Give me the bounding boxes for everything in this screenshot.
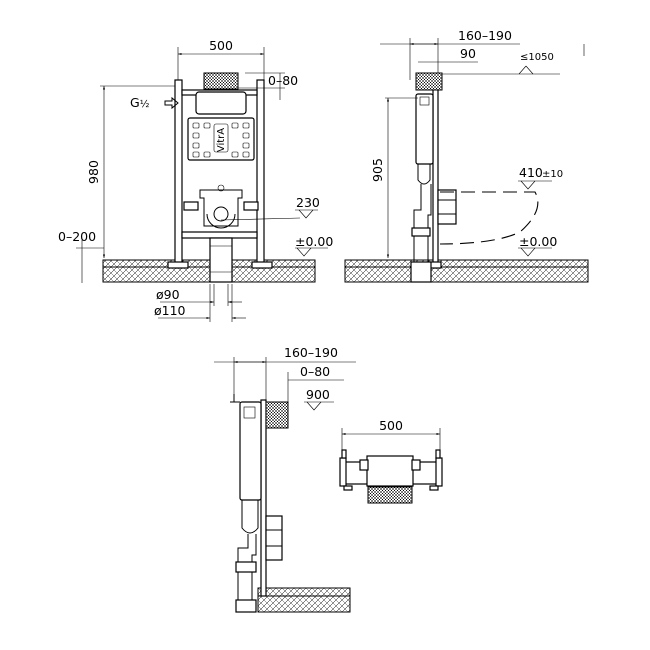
side-outlet-pipe — [410, 261, 432, 283]
top-grille — [367, 486, 413, 504]
brand-logo: VitrA — [216, 128, 227, 152]
side2-depth-dim: 160–190 — [284, 345, 338, 360]
pan-connector — [199, 189, 243, 227]
front-floor-adjust-dim: 0–200 — [58, 229, 96, 244]
side2-outlet-pipe — [235, 599, 257, 613]
front-width-dim: 500 — [209, 38, 233, 53]
side-offset-dim: 90 — [460, 46, 476, 61]
side2-floor-slab — [257, 587, 351, 613]
side2-offset-dim: 0–80 — [300, 364, 330, 379]
top-view: 500 — [339, 418, 443, 504]
front-frame-right-upright — [256, 79, 265, 269]
side-cistern-grille — [415, 72, 443, 91]
front-bowl-height-dim: 230 — [296, 195, 320, 210]
front-view: VitrA G½ 500 0–80 980 0–20 — [58, 38, 333, 322]
side-cistern — [415, 93, 434, 165]
front-cistern-grille — [203, 72, 239, 90]
top-cistern — [366, 455, 414, 487]
side-frame-upright — [432, 79, 439, 269]
top-width-dim: 500 — [379, 418, 403, 433]
side-depth-dim: 160–190 — [458, 28, 512, 43]
side-frame-height-dim: 905 — [370, 158, 385, 182]
side-view-2: 160–190 0–80 900 — [214, 345, 356, 613]
front-pipe-dia-110: ø110 — [154, 303, 186, 318]
side-floor-level: ±0.00 — [519, 234, 557, 249]
side-view: 160–190 90 ≤1050 905 410 ±10 ±0.00 — [344, 28, 589, 283]
flush-plate — [187, 117, 255, 161]
front-height-dim: 980 — [86, 160, 101, 184]
side2-height-dim: 900 — [306, 387, 330, 402]
water-inlet-label: G½ — [130, 95, 150, 110]
wc-pan-outline — [439, 191, 539, 245]
front-pipe-dia-90: ø90 — [156, 287, 180, 302]
front-outlet-pipe — [209, 237, 233, 283]
front-top-offset-dim: 0–80 — [268, 73, 298, 88]
front-frame-left-upright — [174, 79, 183, 269]
side-max-height-dim: ≤1050 — [520, 52, 554, 63]
front-floor-level: ±0.00 — [295, 234, 333, 249]
side-bowl-height-tol: ±10 — [542, 169, 563, 180]
side2-frame-upright — [260, 399, 267, 597]
side-floor-slab — [344, 259, 589, 283]
side2-grille — [265, 401, 289, 429]
front-cistern — [195, 91, 247, 115]
front-floor-slab — [102, 259, 316, 283]
side2-cistern — [239, 401, 262, 501]
side-bowl-height-dim: 410 — [519, 165, 543, 180]
